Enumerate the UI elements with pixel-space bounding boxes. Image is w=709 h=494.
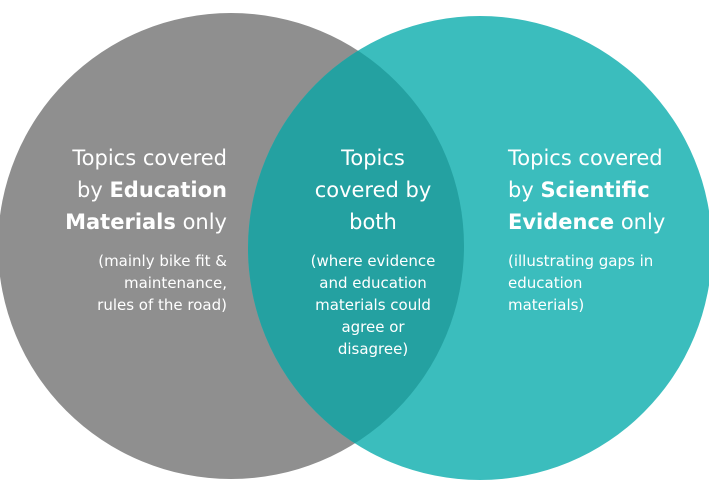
evidence-only-label: Topics covered by Scientific Evidence on… (508, 142, 665, 316)
both-note-line5: disagree) (337, 340, 409, 358)
both-note-line3: materials could (315, 296, 431, 314)
evidence-only-line2: by Scientific (508, 174, 665, 206)
evidence-only-line3-bold: Evidence (508, 210, 615, 234)
evidence-only-line2-pre: by (508, 178, 541, 202)
both-note-line1: (where evidence (310, 252, 436, 270)
both-heading: Topics covered by both (250, 142, 496, 238)
education-only-line1: Topics covered (72, 146, 227, 170)
both-note: (where evidence and education materials … (250, 250, 496, 360)
evidence-only-note-line1: (illustrating gaps in (508, 252, 654, 270)
evidence-only-line3-post: only (614, 210, 666, 234)
education-only-heading: Topics covered by Education Materials on… (65, 142, 227, 238)
education-only-note-line1: (mainly bike fit & (98, 252, 227, 270)
both-line1: Topics (341, 146, 405, 170)
education-only-note: (mainly bike fit & maintenance, rules of… (65, 250, 227, 316)
education-only-line3: Materials only (65, 206, 227, 238)
education-only-line2: by Education (65, 174, 227, 206)
education-only-line3-bold: Materials (65, 210, 176, 234)
both-line2: covered by (314, 178, 432, 202)
both-note-line4: agree or (341, 318, 405, 336)
both-label: Topics covered by both (where evidence a… (250, 142, 496, 360)
education-only-line3-post: only (175, 210, 227, 234)
education-only-note-line2: maintenance, (123, 274, 227, 292)
evidence-only-note: (illustrating gaps in education material… (508, 250, 665, 316)
evidence-only-line1: Topics covered (508, 146, 663, 170)
education-only-line2-bold: Education (109, 178, 227, 202)
education-only-note-line3: rules of the road) (97, 296, 227, 314)
evidence-only-note-line3: materials) (508, 296, 585, 314)
overlap-region (248, 16, 464, 479)
evidence-only-heading: Topics covered by Scientific Evidence on… (508, 142, 665, 238)
both-note-line2: and education (319, 274, 427, 292)
evidence-only-line2-bold: Scientific (540, 178, 650, 202)
evidence-only-line3: Evidence only (508, 206, 665, 238)
both-line3: both (349, 210, 397, 234)
education-only-label: Topics covered by Education Materials on… (65, 142, 227, 316)
evidence-only-note-line2: education (508, 274, 583, 292)
education-only-line2-pre: by (77, 178, 110, 202)
